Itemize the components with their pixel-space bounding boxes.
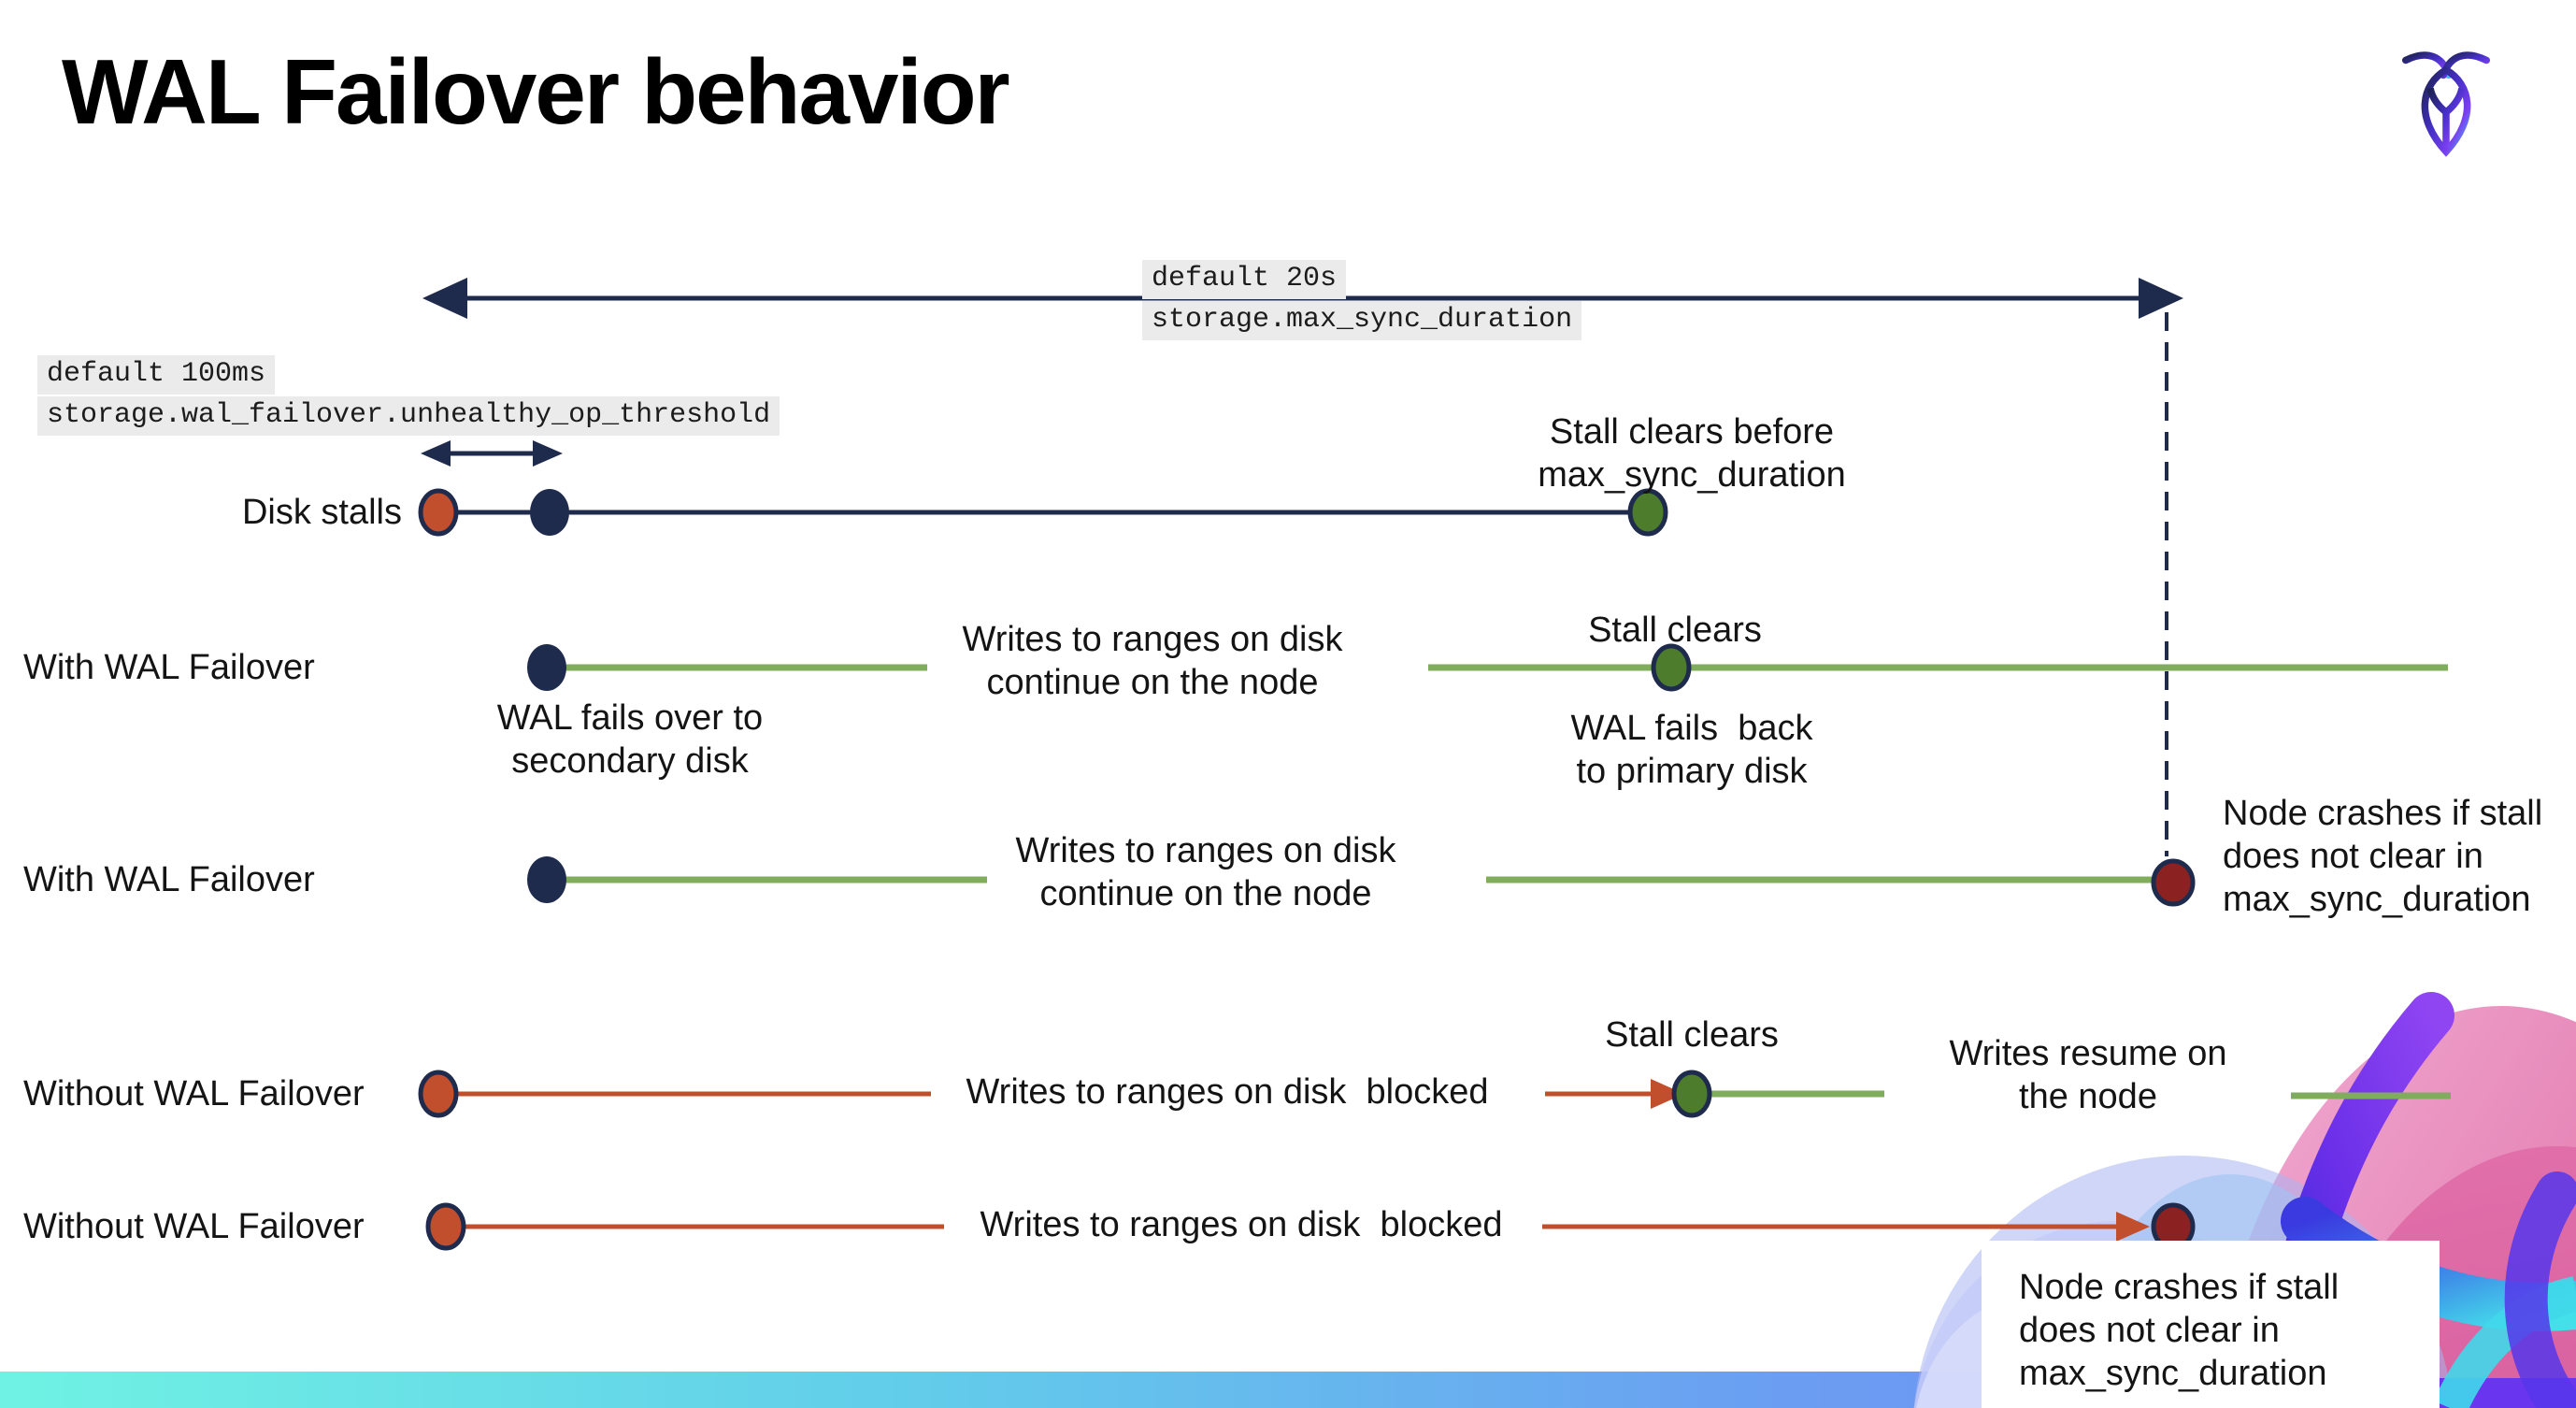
max-sync-default-value: default 20s xyxy=(1142,260,1347,299)
row2-failover-note: WAL fails over to secondary disk xyxy=(496,698,764,781)
row3-crash-dot xyxy=(2151,858,2196,907)
max-sync-setting-name: storage.max_sync_duration xyxy=(1142,301,1582,340)
row4-arrowhead-icon xyxy=(1651,1079,1684,1109)
page-title: WAL Failover behavior xyxy=(62,40,1010,143)
row1-stall-clears-dot xyxy=(1627,488,1668,537)
row1-threshold-dot xyxy=(530,489,569,536)
row4-label: Without WAL Failover xyxy=(23,1074,365,1113)
violet-ribbon xyxy=(2504,1171,2576,1408)
row4-blocked-note: Writes to ranges on disk blocked xyxy=(966,1072,1489,1112)
row3-label: With WAL Failover xyxy=(23,860,315,899)
row3-writes-note: Writes to ranges on disk continue on the… xyxy=(1015,831,1396,913)
unhealthy-op-threshold-label: default 100ms storage.wal_failover.unhea… xyxy=(37,355,780,438)
row5-label: Without WAL Failover xyxy=(23,1207,365,1246)
row2-failover-dot xyxy=(527,644,566,691)
row4-stall-clears-dot xyxy=(1671,1070,1712,1118)
row2-failback-note: WAL fails back to primary disk xyxy=(1570,709,1813,791)
row1-label: Disk stalls xyxy=(241,493,402,532)
cockroachdb-logo-icon xyxy=(2402,51,2490,157)
row1-stall-start-dot xyxy=(418,488,459,537)
row5-crash-note: Node crashes if stall does not clear in … xyxy=(2019,1268,2340,1393)
row2-stall-clears-dot xyxy=(1651,643,1692,692)
row2-label: With WAL Failover xyxy=(23,648,315,687)
row2-writes-note: Writes to ranges on disk continue on the… xyxy=(962,620,1343,702)
row4-resume-note: Writes resume on the node xyxy=(1949,1034,2227,1116)
max-sync-duration-label: default 20s storage.max_sync_duration xyxy=(1142,260,1582,342)
unhealthy-setting-name: storage.wal_failover.unhealthy_op_thresh… xyxy=(37,396,780,436)
row3-crash-note: Node crashes if stall does not clear in … xyxy=(2223,794,2543,919)
unhealthy-default-value: default 100ms xyxy=(37,355,276,395)
row4-stall-clears-note: Stall clears xyxy=(1605,1015,1779,1055)
crash-note-box xyxy=(1982,1241,2440,1408)
row3-failover-dot xyxy=(527,856,566,903)
row2-stall-clears-note: Stall clears xyxy=(1588,611,1762,650)
row5-blocked-note: Writes to ranges on disk blocked xyxy=(980,1205,1503,1244)
arrowhead-left-icon xyxy=(422,278,467,319)
threshold-arrowhead-left-icon xyxy=(421,440,451,467)
row1-stall-clears-note: Stall clears before max_sync_duration xyxy=(1538,412,1846,495)
threshold-arrowhead-right-icon xyxy=(533,440,563,467)
row4-stall-start-dot xyxy=(418,1070,459,1118)
arrowhead-right-icon xyxy=(2139,278,2183,319)
row5-stall-start-dot xyxy=(425,1202,466,1251)
